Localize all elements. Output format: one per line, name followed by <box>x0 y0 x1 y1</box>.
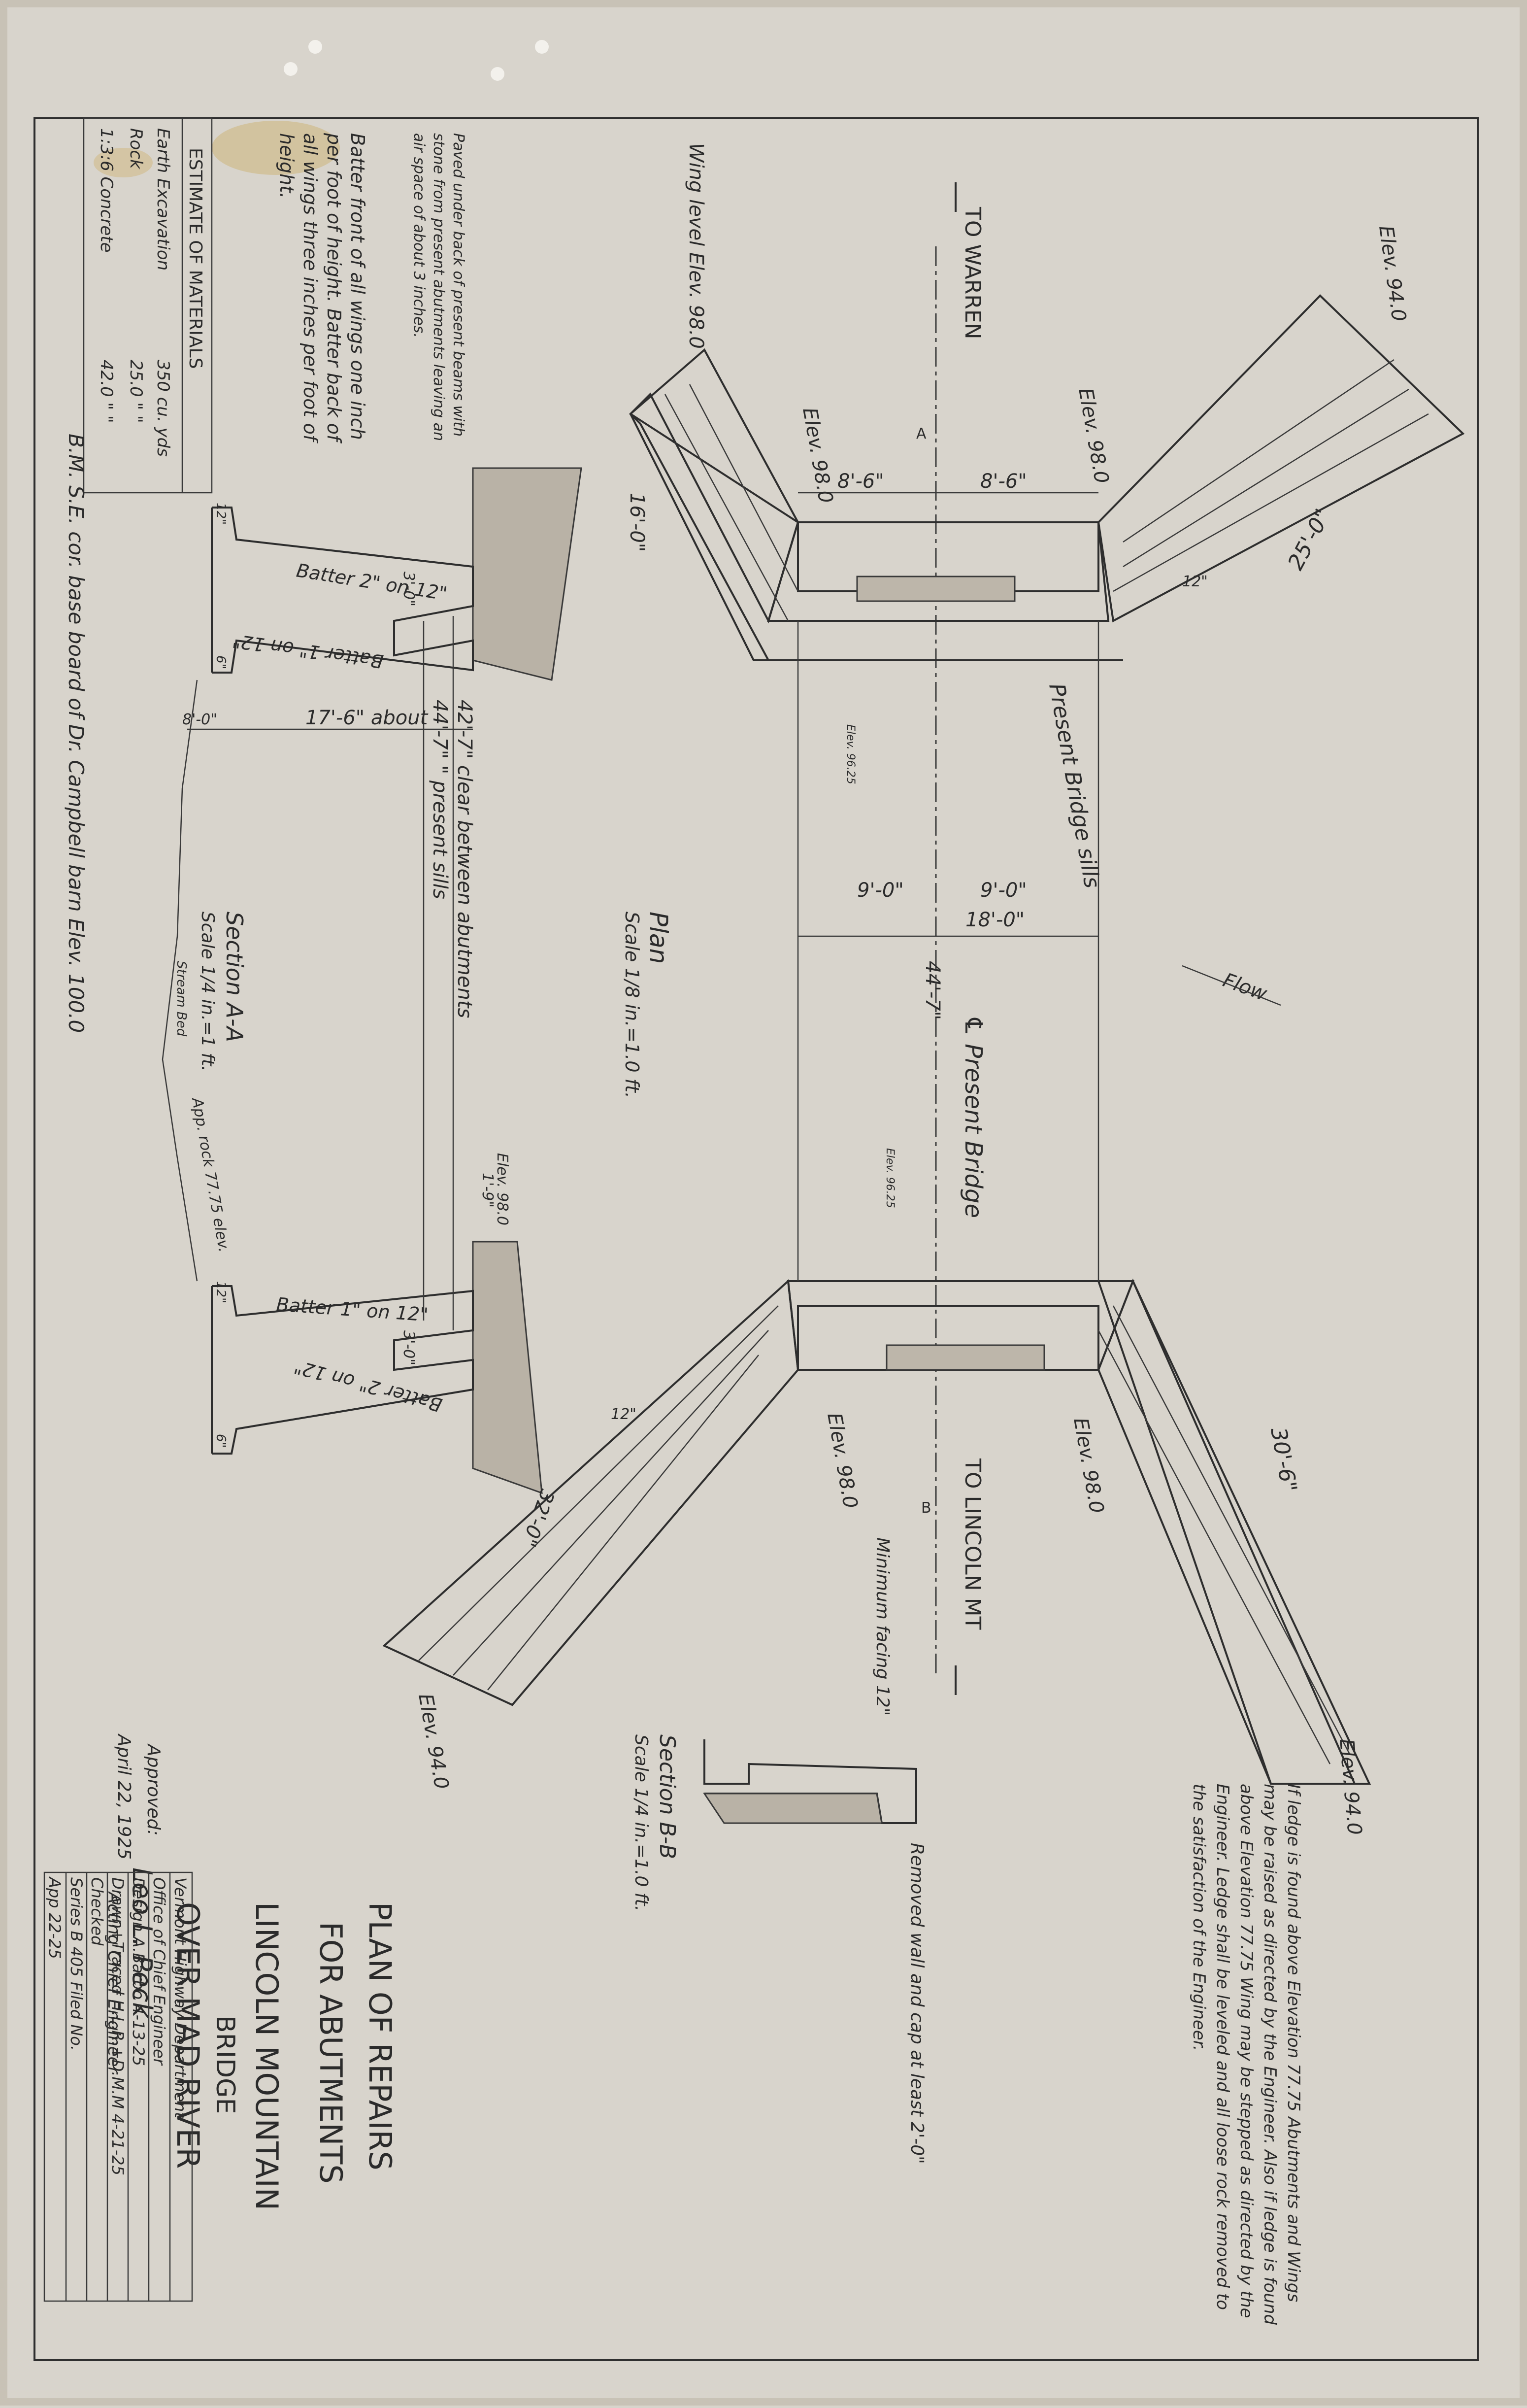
title-block-box <box>43 1871 193 2302</box>
to-warren-label: TO WARREN <box>960 206 985 339</box>
dim-8-6-a: 8'-6" <box>837 470 884 493</box>
abutment-b-profile <box>212 1285 474 1455</box>
section-bb: Section B-B Scale 1/4 in.=1.0 ft. Minimu… <box>631 1537 927 2164</box>
signature: Leo L. Peck <box>127 1867 158 2019</box>
dim-12-b: 12" <box>213 1281 228 1303</box>
title-line-5: OVER MAD RIVER <box>170 1902 206 2169</box>
section-bb-scale: Scale 1/4 in.=1.0 ft. <box>631 1734 651 1911</box>
ledge-note-group: If ledge is found above Elevation 77.75 … <box>1189 1784 1303 2325</box>
tape-stain <box>94 148 153 177</box>
to-lincoln-label: TO LINCOLN MT <box>960 1458 985 1630</box>
dim-3-0-b: 3'-0" <box>400 1330 417 1365</box>
removed-wall-note: Removed wall and cap at least 2'-0" <box>907 1843 927 2164</box>
stream-bed-label: Stream Bed <box>174 961 189 1037</box>
title-block-line: Vermont Highway Department <box>171 1877 190 2119</box>
title-block-line: App 22-25 <box>45 1876 64 1959</box>
material-qty: 350 cu. yds <box>153 360 173 457</box>
existing-wall-hatch-b <box>472 1241 543 1494</box>
title-group: PLAN OF REPAIRS FOR ABUTMENTS LINCOLN MO… <box>170 1902 398 2210</box>
bm-note-group: B.M. S.E. cor. base board of Dr. Campbel… <box>64 434 88 1033</box>
plan-title: Plan <box>644 912 673 964</box>
present-sills-span: 44'-7" " present sills <box>429 700 451 899</box>
material-item: Rock <box>126 128 146 170</box>
notes-left: Paved under back of present beams with s… <box>276 133 467 441</box>
punch-hole <box>308 40 322 54</box>
abutment-lower-face <box>797 1305 1099 1370</box>
drawing-border <box>33 117 1479 2361</box>
paving-note: Paved under back of present beams with s… <box>410 133 467 441</box>
section-bb-title: Section B-B <box>655 1734 680 1859</box>
clear-between-abutments: 42'-7" clear between abutments <box>453 700 476 1018</box>
dim-8-0: 8'-0" <box>182 711 217 728</box>
wing-lower-right-outline <box>1097 1278 1357 1785</box>
bm-note-text: B.M. S.E. cor. base board of Dr. Campbel… <box>64 434 88 1033</box>
material-item: Earth Excavation <box>153 128 173 271</box>
wing-level-label: Wing level Elev. 98.0 <box>685 143 707 349</box>
dim-3-0-a: 3'-0" <box>400 572 417 607</box>
title-block-line: Checked <box>88 1877 106 1946</box>
title-block-line: Office of Chief Engineer <box>150 1877 168 2066</box>
materials-box <box>83 117 213 494</box>
dim-9-0-a: 9'-0" <box>857 879 904 902</box>
material-qty: 25.0 " " <box>126 360 146 423</box>
wing-upper-left-outline <box>629 348 1123 661</box>
material-qty: 42.0 " " <box>97 360 116 423</box>
flow-arrow <box>1182 965 1281 1006</box>
abutment-a-profile <box>212 507 474 674</box>
present-bridge-sill-upper <box>856 576 1016 602</box>
punch-hole <box>284 62 298 76</box>
title-line-3: LINCOLN MOUNTAIN <box>249 1902 285 2210</box>
min-facing-note: Minimum facing 12" <box>872 1537 893 1716</box>
present-bridge-centerline-label: ℄ Present Bridge <box>960 1015 987 1218</box>
title-block-line: Drawn+Traced H.L.R.+D.M.M 4-21-25 <box>108 1877 127 2175</box>
ledge-note: If ledge is found above Elevation 77.75 … <box>1189 1784 1303 2325</box>
dim-8-6-b: 8'-6" <box>980 470 1027 493</box>
punch-hole <box>491 67 504 81</box>
wing-upper-right <box>1097 294 1465 623</box>
wing-upper-left <box>629 392 799 624</box>
section-bb-hatch <box>703 1793 883 1824</box>
dim-16-0: 16'-0" <box>626 493 648 552</box>
section-aa-title: Section A-A <box>221 912 248 1042</box>
dim-17-6: 17'-6" about <box>305 707 429 729</box>
dim-1-9: 1'-9" <box>479 1173 496 1208</box>
dim-6-a: 6" <box>213 655 228 670</box>
dim-44-7: 44'-7" <box>921 961 944 1020</box>
elev-96-25-b: Elev. 96.25 <box>884 1148 896 1208</box>
dim-12-d: 12" <box>611 1406 636 1423</box>
materials-heading: ESTIMATE OF MATERIALS <box>185 148 205 369</box>
punch-hole <box>535 40 549 54</box>
title-block-line: Design A.Barbo 4-13-25 <box>129 1877 148 2066</box>
dim-12-a: 12" <box>213 503 228 525</box>
tape-stain <box>212 121 340 175</box>
title-block-line: Series B 405 Filed No. <box>67 1877 86 2051</box>
title-line-1: PLAN OF REPAIRS <box>362 1902 398 2171</box>
approved-label: Approved: <box>143 1743 164 1836</box>
dim-9-0-b: 9'-0" <box>980 879 1027 902</box>
title-line-2: FOR ABUTMENTS <box>313 1922 349 2184</box>
section-a-marker-top: A <box>916 425 927 442</box>
title-block: Vermont Highway Department Office of Chi… <box>43 1871 193 2302</box>
plan-scale: Scale 1/8 in.=1.0 ft. <box>621 912 643 1098</box>
batter-note: Batter front of all wings one inch per f… <box>276 133 368 441</box>
material-item: 1:3:6 Concrete <box>97 128 116 253</box>
title-line-4: BRIDGE <box>210 2015 240 2114</box>
section-a-marker-bottom: B <box>921 1499 931 1517</box>
dim-6-b: 6" <box>213 1434 228 1448</box>
section-aa-scale: Scale 1/4 in.=1 ft. <box>198 912 218 1072</box>
dim-18-0: 18'-0" <box>965 909 1025 931</box>
present-bridge-sill-lower <box>886 1344 1045 1371</box>
dim-12-c: 12" <box>1182 573 1208 590</box>
stream-bed-line <box>162 679 198 1282</box>
elev-96-25-a: Elev. 96.25 <box>844 724 857 784</box>
wing-lower-right <box>1097 1280 1371 1785</box>
materials-table: ESTIMATE OF MATERIALS Earth Excavation 3… <box>83 117 213 494</box>
wing-lower-left <box>382 1279 799 1706</box>
elev-98-e: Elev. 98.0 <box>494 1153 511 1225</box>
approved-date: April 22, 1925 <box>114 1733 134 1860</box>
